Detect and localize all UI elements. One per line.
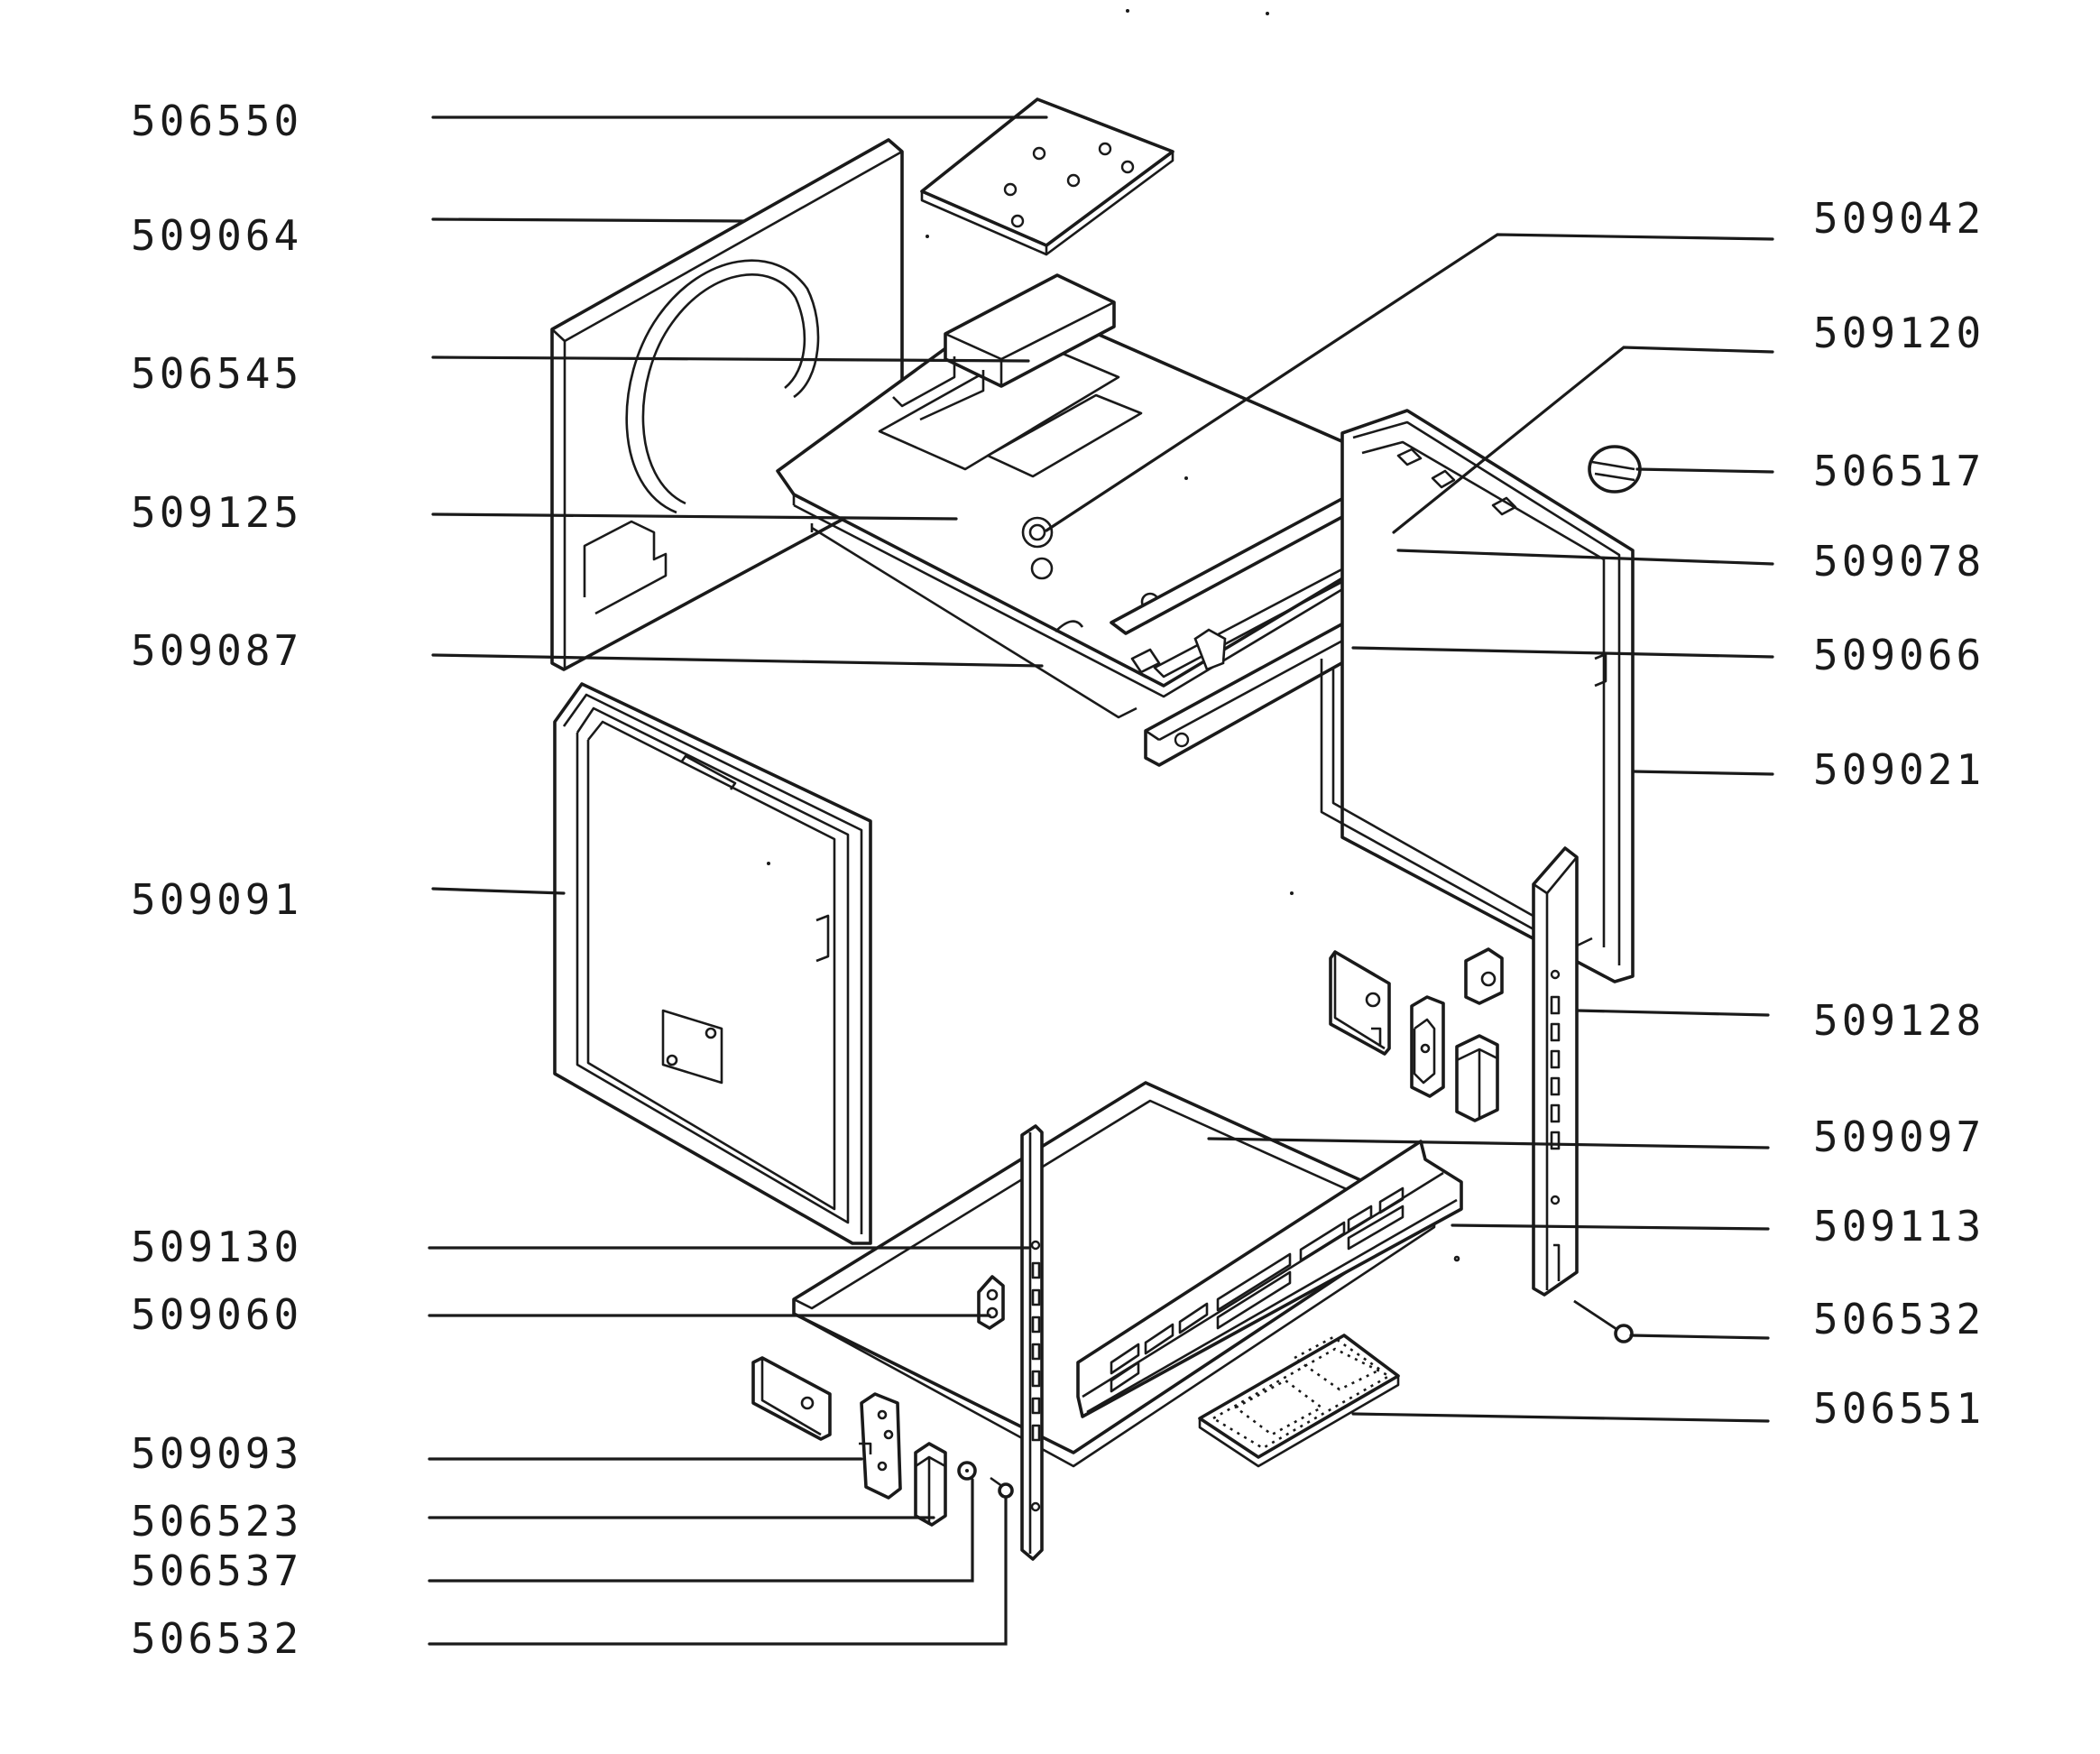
part-label-506537[interactable]: 506537 (131, 1546, 302, 1595)
part-label-509042[interactable]: 509042 (1813, 194, 1985, 243)
part-label-506523[interactable]: 506523 (131, 1497, 302, 1546)
part-509021-frame-panel (1320, 409, 1635, 983)
part-label-506532-right[interactable]: 506532 (1813, 1295, 1985, 1343)
part-509093-hinge (751, 1356, 902, 1500)
leader-509091 (431, 887, 566, 895)
scan-specks (767, 9, 1294, 895)
leader-509097 (1207, 1137, 1770, 1149)
leader-509128 (1575, 1009, 1770, 1017)
leader-509042 (1045, 233, 1774, 532)
part-label-506550[interactable]: 506550 (131, 97, 302, 145)
part-label-509087[interactable]: 509087 (131, 626, 302, 675)
leader-506532-left (428, 1496, 1008, 1646)
left-labels: 506550 509064 506545 509125 509087 50909… (131, 97, 302, 1663)
leader-lines (428, 115, 1774, 1646)
part-label-509120[interactable]: 509120 (1813, 309, 1985, 357)
leader-509066 (1351, 646, 1774, 659)
leader-509120 (1392, 346, 1774, 534)
part-506550-top-plate (920, 97, 1174, 256)
leader-506551 (1351, 1412, 1770, 1423)
part-label-509093[interactable]: 509093 (131, 1429, 302, 1478)
part-label-509021[interactable]: 509021 (1813, 745, 1985, 794)
part-label-506545[interactable]: 506545 (131, 349, 302, 398)
leader-506545 (431, 355, 1030, 363)
part-label-509066[interactable]: 509066 (1813, 631, 1985, 679)
part-509113-vent-rail (1076, 1140, 1463, 1418)
part-label-509064[interactable]: 509064 (131, 211, 302, 260)
right-hinge-brackets (1329, 947, 1504, 1122)
part-label-509113[interactable]: 509113 (1813, 1202, 1985, 1251)
leader-506532-right (1629, 1334, 1770, 1340)
part-label-506532-left[interactable]: 506532 (131, 1614, 302, 1663)
part-506532-right-screw (1573, 1299, 1634, 1343)
part-509128-right-post (1532, 846, 1579, 1297)
leader-509087 (431, 653, 1044, 668)
part-509130-left-post (1020, 1124, 1044, 1561)
leader-506537 (428, 1478, 974, 1583)
part-506532-left-screw (990, 1476, 1014, 1499)
leader-509113 (1451, 1223, 1770, 1231)
part-506523-latch (914, 1442, 947, 1527)
leader-509064 (431, 217, 746, 223)
leader-509125 (431, 512, 958, 521)
leader-506517 (1635, 467, 1774, 474)
part-509091-door-frame (553, 682, 872, 1245)
part-506537-washer (957, 1461, 977, 1481)
part-label-509060[interactable]: 509060 (131, 1290, 302, 1339)
part-label-506517[interactable]: 506517 (1813, 447, 1985, 495)
leader-509078 (1396, 549, 1774, 566)
part-label-509091[interactable]: 509091 (131, 875, 302, 924)
right-labels: 509042 509120 506517 509078 509066 50902… (1813, 194, 1985, 1433)
part-label-509128[interactable]: 509128 (1813, 996, 1985, 1045)
part-label-509125[interactable]: 509125 (131, 488, 302, 537)
leader-509021 (1631, 770, 1774, 776)
part-506551-bottom-plate (1198, 1334, 1400, 1468)
part-label-506551[interactable]: 506551 (1813, 1384, 1985, 1433)
part-label-509097[interactable]: 509097 (1813, 1112, 1985, 1161)
part-label-509130[interactable]: 509130 (131, 1223, 302, 1271)
part-506517-cap (1588, 445, 1642, 494)
part-label-509078[interactable]: 509078 (1813, 537, 1985, 586)
